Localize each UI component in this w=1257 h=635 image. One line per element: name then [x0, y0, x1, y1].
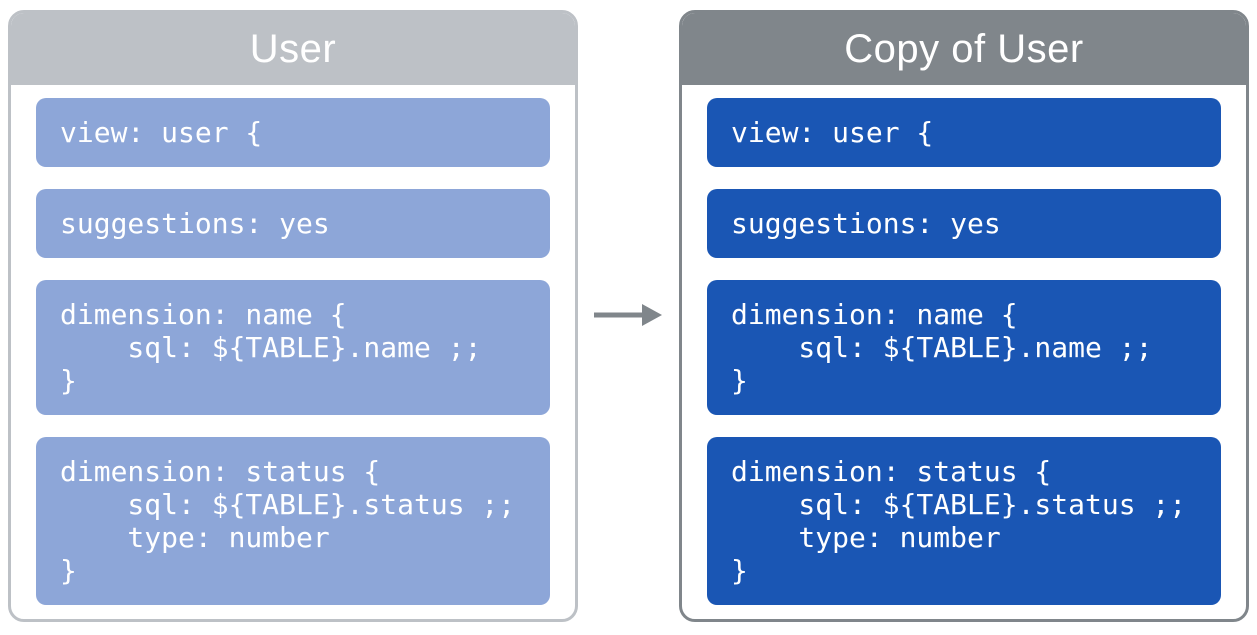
code-block-dimension-status: dimension: status { sql: ${TABLE}.status…: [36, 437, 550, 605]
panel-user-body: view: user { suggestions: yes dimension:…: [11, 85, 575, 618]
code-block-dimension-name-copy: dimension: name { sql: ${TABLE}.name ;; …: [707, 280, 1221, 415]
panel-user-title: User: [249, 26, 337, 71]
panel-copy-of-user-title: Copy of User: [844, 26, 1084, 71]
panel-copy-of-user: Copy of User view: user { suggestions: y…: [679, 10, 1249, 622]
copy-arrow-icon: [594, 304, 662, 326]
code-block-view-declaration-copy: view: user {: [707, 98, 1221, 167]
panel-copy-of-user-body: view: user { suggestions: yes dimension:…: [682, 85, 1246, 618]
code-block-suggestions-copy: suggestions: yes: [707, 189, 1221, 258]
code-block-suggestions: suggestions: yes: [36, 189, 550, 258]
code-block-view-declaration: view: user {: [36, 98, 550, 167]
code-block-dimension-name: dimension: name { sql: ${TABLE}.name ;; …: [36, 280, 550, 415]
copy-arrow-head: [642, 304, 662, 326]
panel-copy-of-user-header: Copy of User: [682, 13, 1246, 85]
panel-user-header: User: [11, 13, 575, 85]
code-block-dimension-status-copy: dimension: status { sql: ${TABLE}.status…: [707, 437, 1221, 605]
panel-user: User view: user { suggestions: yes dimen…: [8, 10, 578, 622]
